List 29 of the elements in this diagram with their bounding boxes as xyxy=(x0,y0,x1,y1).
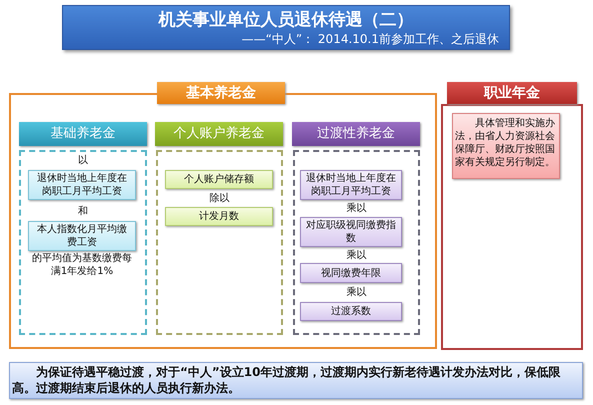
item-box: 本人指数化月平均缴费工资 xyxy=(28,221,136,251)
item-box: 视同缴费年限 xyxy=(300,263,402,283)
title-text: 机关事业单位人员退休待遇（二） xyxy=(157,9,414,31)
connector-word: 乘以 xyxy=(346,203,368,216)
note-box: 具体管理和实施办法，由省人力资源社会保障厅、财政厅按照国家有关规定另行制定。 xyxy=(452,113,560,179)
connector-word: 除以 xyxy=(208,193,230,206)
column-header: 过渡性养老金 xyxy=(292,122,420,146)
connector-word: 乘以 xyxy=(346,250,368,262)
connector-word: 以 xyxy=(77,155,89,168)
dashed-panel xyxy=(293,150,420,335)
title-banner xyxy=(62,5,510,50)
dashed-panel xyxy=(19,150,147,335)
item-box: 计发月数 xyxy=(165,207,273,226)
dashed-panel xyxy=(156,150,283,335)
section-tab: 职业年金 xyxy=(447,82,577,104)
connector-word: 乘以 xyxy=(346,287,368,300)
subtitle: ——“中人”： 2014.10.1前参加工作、之后退休 xyxy=(242,31,499,48)
column-header: 基础养老金 xyxy=(19,122,147,146)
note-box: 为保证待遇平稳过渡，对于“中人”设立10年过渡期，过渡期内实行新老待遇计发办法对比，保低限高。过渡期结束后退休的人员执行新办法。 xyxy=(9,362,583,399)
item-box: 个人账户储存额 xyxy=(165,170,273,189)
section-tab: 基本养老金 xyxy=(157,82,285,104)
item-box: 过渡系数 xyxy=(300,302,402,321)
connector-word: 和 xyxy=(77,206,89,218)
column-header: 个人账户养老金 xyxy=(155,122,283,146)
item-box: 退休时当地上年度在岗职工月平均工资 xyxy=(28,170,136,200)
item-box: 对应职级视同缴费指数 xyxy=(300,217,402,247)
description-text: 的平均值为基数缴费每满1年发给1% xyxy=(31,253,133,278)
section-frame xyxy=(441,104,583,350)
item-box: 退休时当地上年度在岗职工月平均工资 xyxy=(300,170,402,200)
